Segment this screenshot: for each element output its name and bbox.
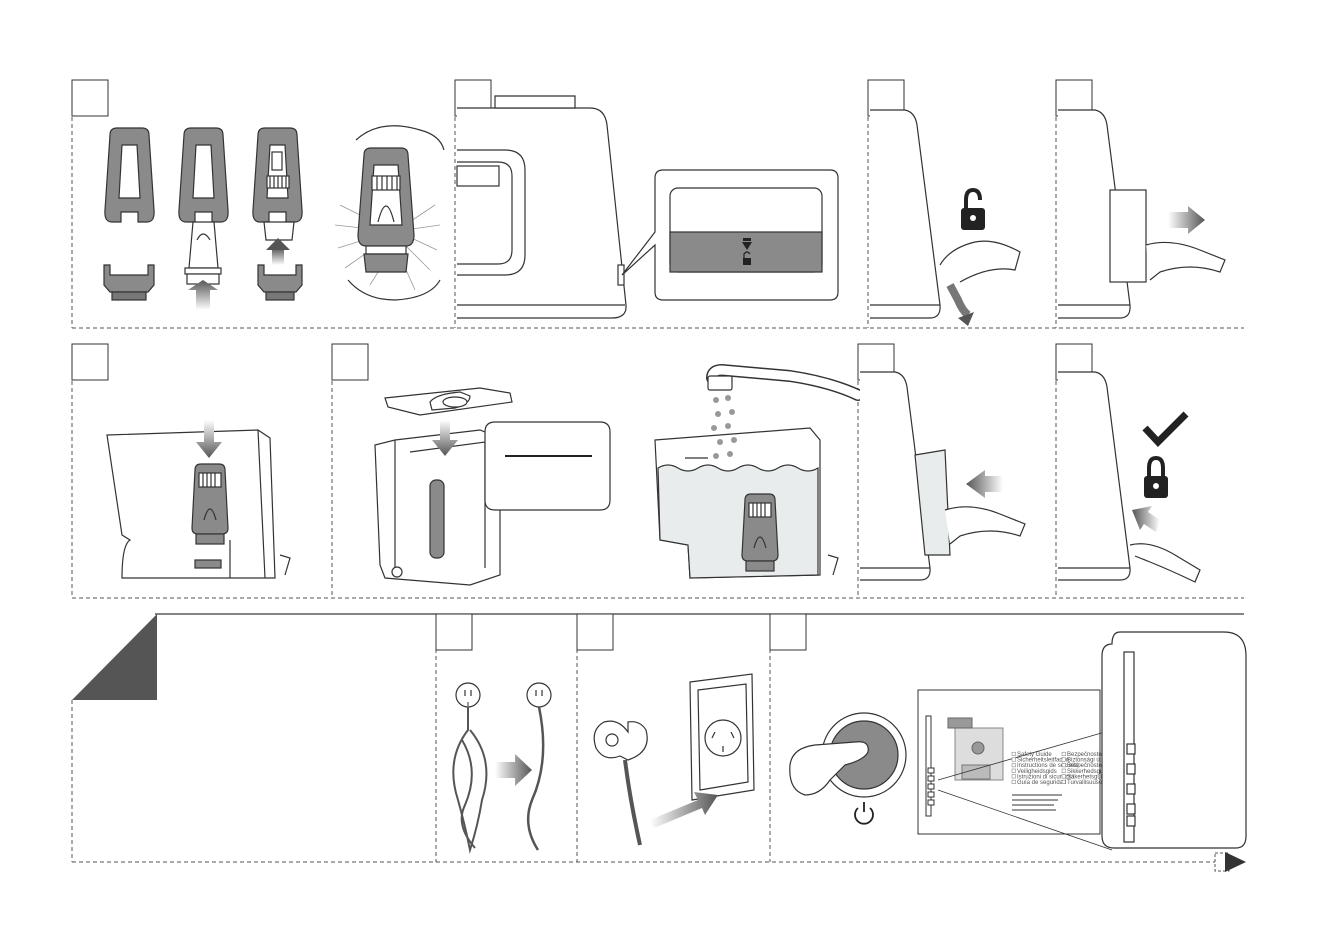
guide-language-checkbox	[1012, 780, 1016, 784]
unlock-tank-illustration	[870, 110, 1020, 326]
guide-language-checkbox	[1062, 752, 1066, 756]
guide-zoom-callout	[1102, 632, 1246, 848]
lock-tank-illustration	[1058, 372, 1200, 582]
guide-language-checkbox	[1012, 758, 1016, 762]
pull-tank-illustration	[1058, 110, 1225, 318]
guide-language-checkbox	[1012, 752, 1016, 756]
section-corner-marker	[72, 614, 157, 700]
unlock-icon	[961, 190, 985, 230]
insert-tank-illustration	[860, 372, 1025, 580]
guide-language-item: Guía de seguridad	[1017, 780, 1066, 786]
insert-filter-illustration	[107, 420, 290, 578]
guide-language-checkbox	[1062, 763, 1066, 767]
check-icon	[1145, 414, 1186, 442]
power-on-illustration	[790, 713, 906, 824]
lock-icon	[1144, 458, 1168, 498]
power-cord-illustration	[453, 683, 551, 850]
fill-tank-illustration	[375, 370, 858, 585]
next-page-arrow-icon	[1215, 852, 1246, 872]
guide-language-checkbox	[1012, 769, 1016, 773]
guide-language-checkbox	[1062, 758, 1066, 762]
guide-language-checkbox	[1012, 775, 1016, 779]
guide-language-checkbox	[1062, 780, 1066, 784]
safety-guide-booklet: Safety GuideSicherheitsleitfadenInstruct…	[918, 690, 1129, 850]
guide-language-checkbox	[1062, 775, 1066, 779]
guide-language-checkbox	[1062, 769, 1066, 773]
machine-side-view	[457, 96, 838, 318]
guide-language-checkbox	[1012, 763, 1016, 767]
plug-socket-illustration	[594, 674, 754, 845]
filter-assembly-illustration	[104, 126, 444, 310]
power-icon	[855, 802, 873, 824]
